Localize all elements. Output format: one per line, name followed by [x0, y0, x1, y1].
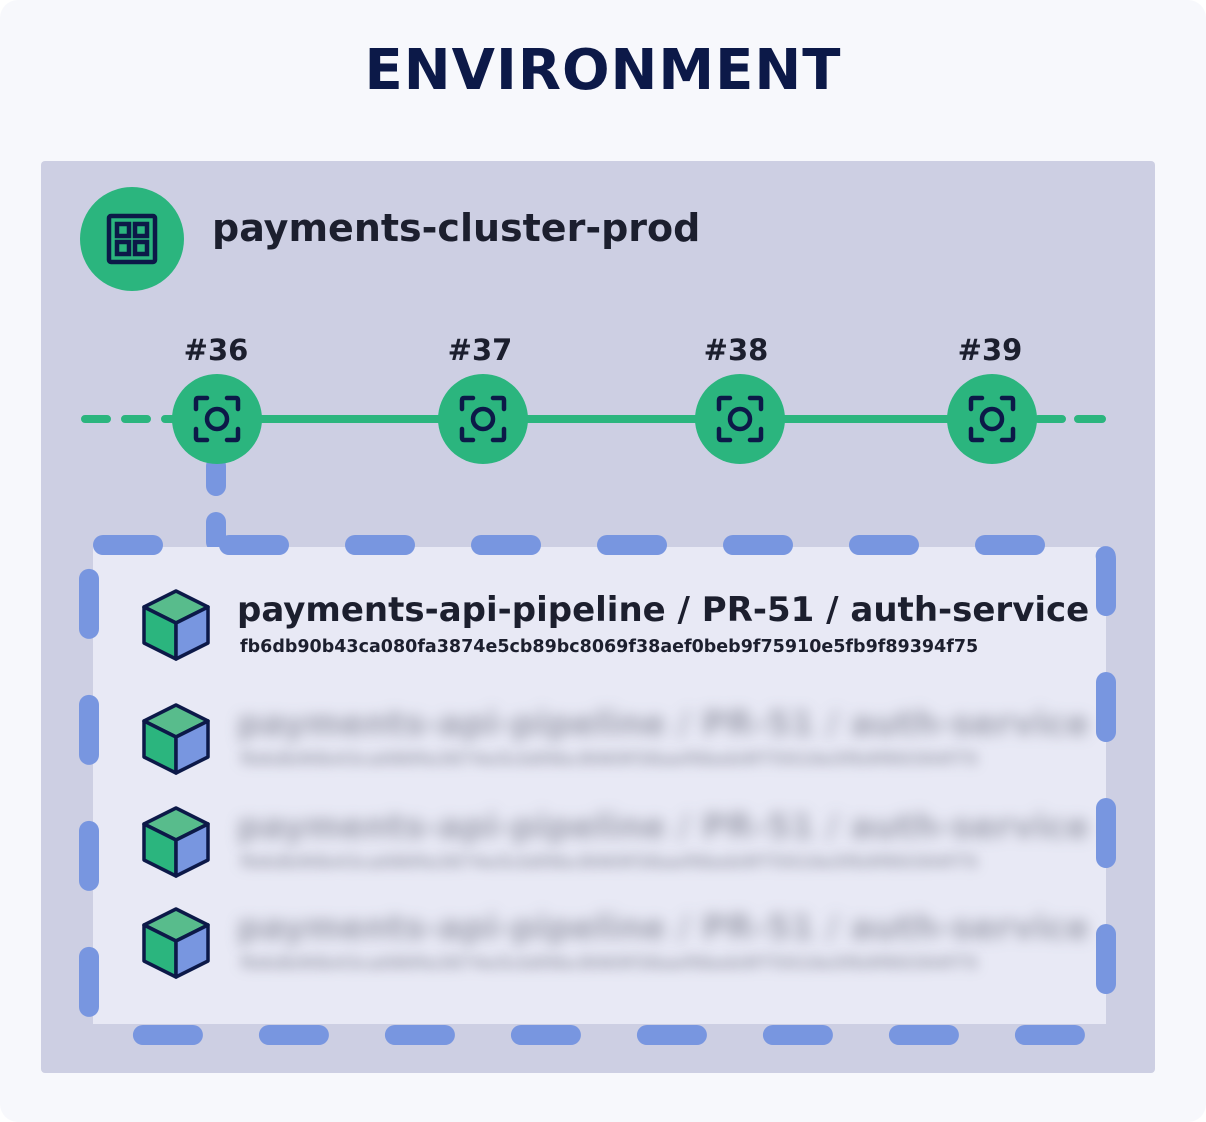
cube-icon — [142, 806, 210, 878]
artifact-hash: fb6db90b43ca080fa3874e5cb89bc8069f38aef0… — [240, 637, 979, 657]
focus-target-icon — [968, 395, 1016, 443]
deployment-node-36[interactable] — [172, 374, 262, 464]
deployment-label-38: #38 — [703, 333, 769, 367]
focus-target-icon — [193, 395, 241, 443]
artifact-detail-panel — [93, 547, 1106, 1024]
focus-target-icon — [459, 395, 507, 443]
deployment-label-39: #39 — [957, 333, 1023, 367]
cube-icon — [142, 703, 210, 775]
deployment-label-36: #36 — [183, 333, 249, 367]
deployment-node-39[interactable] — [947, 374, 1037, 464]
deployment-label-37: #37 — [447, 333, 513, 367]
artifact-hash-blurred: fb6db90b43ca080fa3874e5cb89bc8069f38aef0… — [240, 750, 979, 770]
cube-icon — [142, 907, 210, 979]
artifact-title-blurred: payments-api-pipeline / PR-51 / auth-ser… — [237, 908, 1090, 948]
cube-icon — [142, 589, 210, 661]
focus-target-icon — [716, 395, 764, 443]
artifact-title-blurred: payments-api-pipeline / PR-51 / auth-ser… — [237, 704, 1090, 744]
artifact-hash-blurred: fb6db90b43ca080fa3874e5cb89bc8069f38aef0… — [240, 853, 979, 873]
artifact-title[interactable]: payments-api-pipeline / PR-51 / auth-ser… — [237, 590, 1090, 630]
artifact-hash-blurred: fb6db90b43ca080fa3874e5cb89bc8069f38aef0… — [240, 954, 979, 974]
deployment-node-38[interactable] — [695, 374, 785, 464]
deployment-node-37[interactable] — [438, 374, 528, 464]
cluster-name: payments-cluster-prod — [212, 206, 701, 250]
grid-building-icon — [80, 187, 184, 291]
environment-title: ENVIRONMENT — [364, 38, 842, 103]
artifact-title-blurred: payments-api-pipeline / PR-51 / auth-ser… — [237, 807, 1090, 847]
